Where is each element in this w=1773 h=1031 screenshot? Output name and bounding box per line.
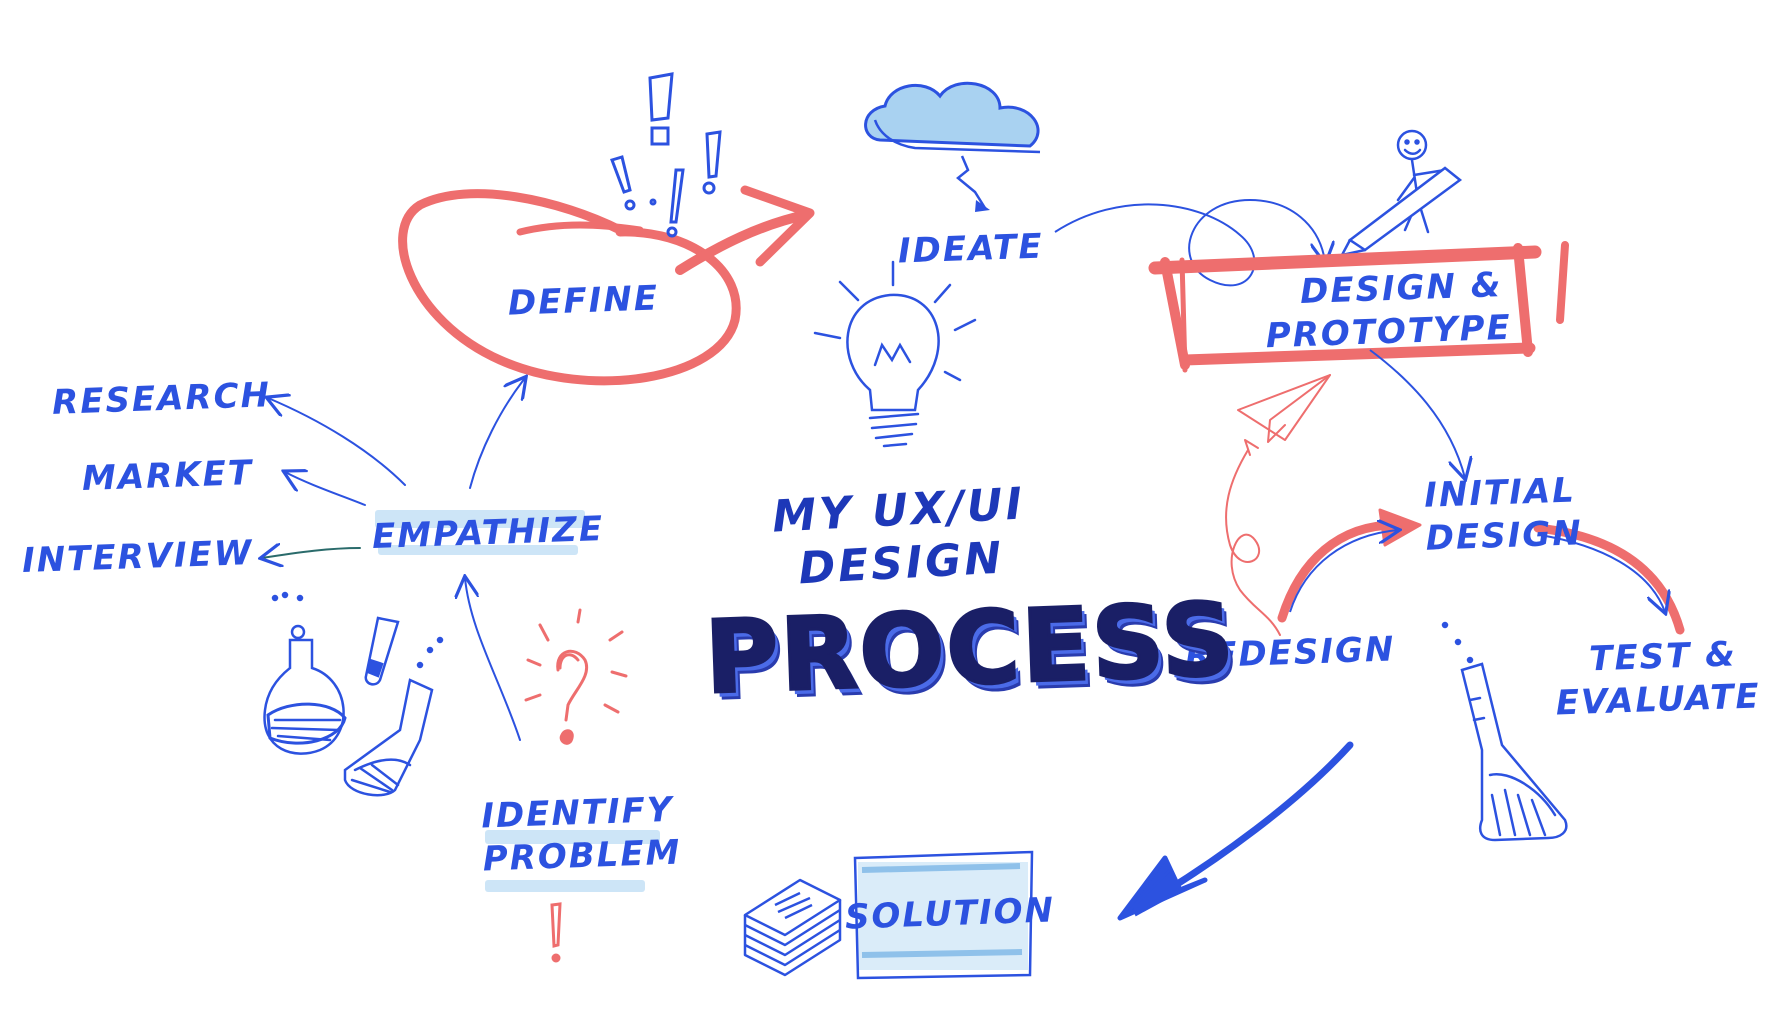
cloud-icon xyxy=(864,81,1041,212)
identify-problem-line-2: PROBLEM xyxy=(482,832,683,879)
identify-problem-line-1: IDENTIFY xyxy=(480,789,675,837)
prototype-to-initial-arrow xyxy=(1369,349,1465,478)
define-loop xyxy=(398,185,815,386)
test-evaluate-line-1: TEST & xyxy=(1588,634,1738,680)
title-process: PROCESS xyxy=(702,579,1239,717)
flask-icon xyxy=(263,591,347,755)
research-label: RESEARCH xyxy=(51,375,272,423)
documents-stack-icon xyxy=(743,878,842,977)
design-prototype-line-2: PROTOTYPE xyxy=(1265,307,1513,356)
identify-problem-label: IDENTIFY PROBLEM xyxy=(481,789,683,881)
test-evaluate-label: TEST & EVALUATE xyxy=(1554,632,1762,724)
ideate-to-prototype-arrow xyxy=(1054,198,1325,287)
title-heading: MY UX/UI DESIGN xyxy=(757,478,1042,598)
stick-figure-pencil-icon xyxy=(1339,129,1463,257)
initial-design-line-1: INITIAL xyxy=(1423,470,1577,516)
question-mark-icon xyxy=(524,608,628,745)
define-label: DEFINE xyxy=(507,278,660,324)
flask-icon xyxy=(343,636,444,797)
screen-icon xyxy=(853,850,1034,980)
initial-design-label: INITIAL DESIGN xyxy=(1424,469,1584,559)
interview-label: INTERVIEW xyxy=(21,532,255,582)
test-evaluate-line-2: EVALUATE xyxy=(1555,675,1762,724)
exclamation-icon xyxy=(550,902,562,963)
test-tube-icon xyxy=(364,616,400,686)
empathize-label: EMPATHIZE xyxy=(371,508,605,558)
lightbulb-icon xyxy=(813,260,977,448)
prototype-frame xyxy=(1148,241,1569,373)
solution-label: SOLUTION xyxy=(844,890,1056,938)
solution-arrow xyxy=(1117,741,1354,921)
market-label: MARKET xyxy=(81,453,254,499)
empathize-highlight-2 xyxy=(378,545,578,555)
empathize-highlight xyxy=(375,510,585,528)
problem-highlight xyxy=(485,880,645,892)
flask-icon xyxy=(1441,621,1568,842)
empathize-branches xyxy=(262,378,525,741)
design-prototype-label: DESIGN & PROTOTYPE xyxy=(1264,264,1513,358)
redesign-arc xyxy=(1277,520,1400,623)
identify-highlight xyxy=(485,830,660,844)
initial-design-line-2: DESIGN xyxy=(1425,512,1584,559)
paper-plane-icon xyxy=(1225,374,1331,636)
exclamation-icon xyxy=(610,72,722,238)
ideate-label: IDEATE xyxy=(897,226,1045,272)
